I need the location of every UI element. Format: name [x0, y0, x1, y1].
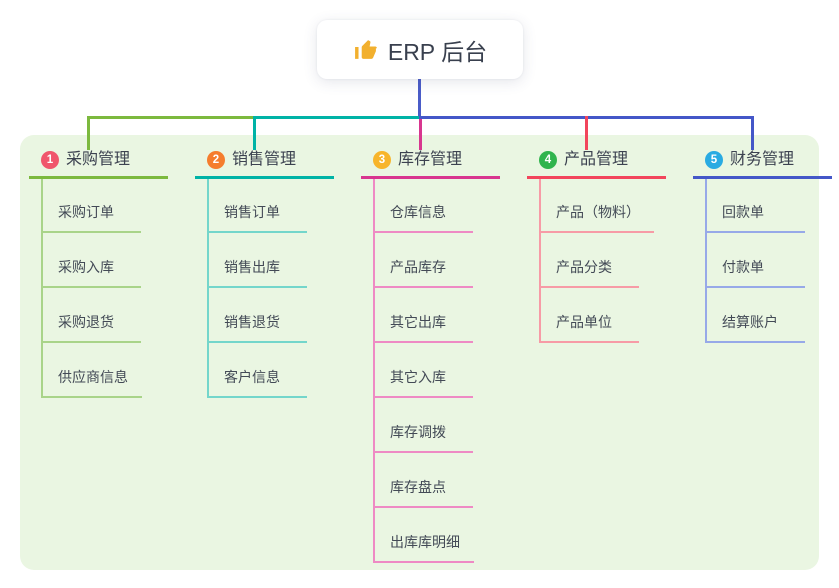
branch-child-rail-采购管理 — [41, 179, 43, 398]
branch-drop-line-5 — [751, 116, 754, 150]
node-label: 采购订单 — [58, 204, 114, 220]
node-label: 采购入库 — [58, 259, 114, 275]
mindmap-node-客户信息[interactable]: 客户信息 — [207, 367, 307, 398]
mindmap-node-出库库明细[interactable]: 出库库明细 — [373, 532, 474, 563]
connector-segment-teal — [253, 116, 419, 119]
mindmap-node-回款单[interactable]: 回款单 — [705, 202, 805, 233]
node-label: 供应商信息 — [58, 369, 128, 385]
node-label: 其它出库 — [390, 314, 446, 330]
node-label: 产品分类 — [556, 259, 612, 275]
node-label: 仓库信息 — [390, 204, 446, 220]
node-label: 产品（物料） — [556, 204, 640, 220]
node-label: 库存调拨 — [390, 424, 446, 440]
mindmap-node-销售退货[interactable]: 销售退货 — [207, 312, 307, 343]
thumbs-up-icon — [353, 37, 378, 62]
mindmap-node-付款单[interactable]: 付款单 — [705, 257, 805, 288]
root-node[interactable]: ERP 后台 — [317, 20, 523, 79]
branch-number-badge: 2 — [207, 151, 225, 169]
node-label: 销售出库 — [224, 259, 280, 275]
branch-number-badge: 3 — [373, 151, 391, 169]
branch-title-label: 财务管理 — [730, 151, 795, 168]
mindmap-node-产品（物料）[interactable]: 产品（物料） — [539, 202, 654, 233]
branch-title-label: 产品管理 — [564, 151, 629, 168]
root-stem-line — [418, 79, 421, 119]
node-label: 产品单位 — [556, 314, 612, 330]
mindmap-node-销售出库[interactable]: 销售出库 — [207, 257, 307, 288]
branch-drop-line-1 — [87, 116, 90, 150]
branch-title-label: 销售管理 — [232, 151, 297, 168]
branch-title-库存管理[interactable]: 3 库存管理 — [361, 149, 500, 179]
branch-number-badge: 1 — [41, 151, 59, 169]
branch-title-label: 库存管理 — [398, 151, 463, 168]
mindmap-node-供应商信息[interactable]: 供应商信息 — [41, 367, 142, 398]
mindmap-node-其它入库[interactable]: 其它入库 — [373, 367, 473, 398]
node-label: 付款单 — [722, 259, 764, 275]
mindmap-node-采购退货[interactable]: 采购退货 — [41, 312, 141, 343]
branch-title-采购管理[interactable]: 1 采购管理 — [29, 149, 168, 179]
mindmap-node-结算账户[interactable]: 结算账户 — [705, 312, 805, 343]
branch-title-财务管理[interactable]: 5 财务管理 — [693, 149, 832, 179]
mindmap-node-仓库信息[interactable]: 仓库信息 — [373, 202, 473, 233]
branch-child-rail-财务管理 — [705, 179, 707, 343]
mindmap-node-采购入库[interactable]: 采购入库 — [41, 257, 141, 288]
connector-segment-green — [87, 116, 253, 119]
mindmap-node-采购订单[interactable]: 采购订单 — [41, 202, 141, 233]
branch-number-badge: 5 — [705, 151, 723, 169]
node-label: 销售退货 — [224, 314, 280, 330]
branch-drop-line-3 — [419, 119, 422, 150]
mindmap-node-产品单位[interactable]: 产品单位 — [539, 312, 639, 343]
mindmap-node-库存调拨[interactable]: 库存调拨 — [373, 422, 473, 453]
mindmap-node-库存盘点[interactable]: 库存盘点 — [373, 477, 473, 508]
branch-child-rail-产品管理 — [539, 179, 541, 343]
branch-title-销售管理[interactable]: 2 销售管理 — [195, 149, 334, 179]
branch-drop-line-4 — [585, 116, 588, 150]
node-label: 结算账户 — [722, 314, 778, 330]
branches-panel — [20, 135, 819, 570]
mindmap-node-产品库存[interactable]: 产品库存 — [373, 257, 473, 288]
node-label: 其它入库 — [390, 369, 446, 385]
branch-title-label: 采购管理 — [66, 151, 131, 168]
mindmap-node-销售订单[interactable]: 销售订单 — [207, 202, 307, 233]
branch-drop-line-2 — [253, 116, 256, 150]
node-label: 产品库存 — [390, 259, 446, 275]
branch-child-rail-销售管理 — [207, 179, 209, 398]
branch-child-rail-库存管理 — [373, 179, 375, 563]
node-label: 库存盘点 — [390, 479, 446, 495]
root-title: ERP 后台 — [387, 38, 488, 65]
node-label: 采购退货 — [58, 314, 114, 330]
branch-title-产品管理[interactable]: 4 产品管理 — [527, 149, 666, 179]
node-label: 销售订单 — [224, 204, 280, 220]
node-label: 客户信息 — [224, 369, 280, 385]
mindmap-node-其它出库[interactable]: 其它出库 — [373, 312, 473, 343]
node-label: 回款单 — [722, 204, 764, 220]
mindmap-node-产品分类[interactable]: 产品分类 — [539, 257, 639, 288]
branch-number-badge: 4 — [539, 151, 557, 169]
node-label: 出库库明细 — [390, 534, 460, 550]
